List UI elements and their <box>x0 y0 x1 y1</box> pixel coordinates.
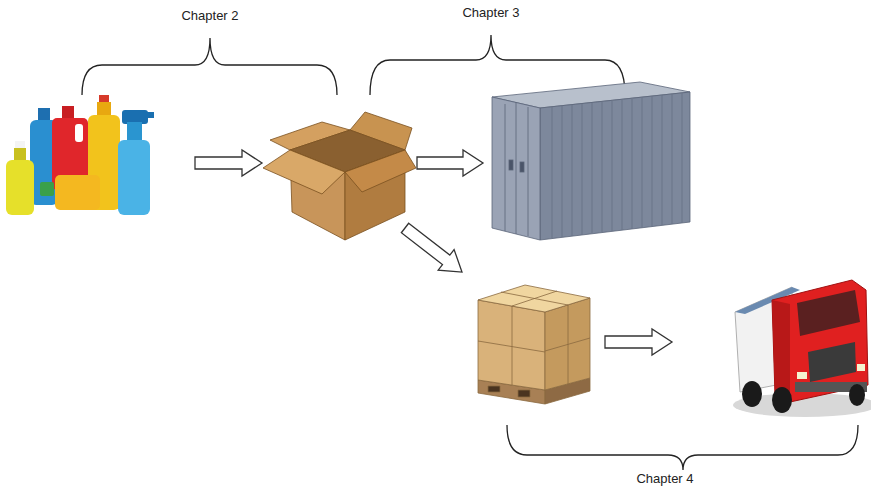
spray-bottle <box>118 140 150 215</box>
pallet <box>478 285 590 404</box>
bottle-neck <box>14 148 26 162</box>
bottle-neck <box>127 122 142 142</box>
hollow-arrow <box>417 150 483 176</box>
bottle-cap <box>99 95 109 103</box>
chapter-label: Chapter 4 <box>636 471 693 486</box>
bottle-neck <box>62 106 74 120</box>
corrugation-line <box>572 105 573 236</box>
truck <box>733 280 871 417</box>
pallet-gap <box>518 390 530 397</box>
bottle-cap <box>38 108 50 122</box>
corrugation-line <box>622 100 623 230</box>
curly-bracket <box>507 425 858 470</box>
corrugation-line <box>612 101 613 231</box>
truck-cab <box>772 280 868 402</box>
jug <box>55 175 100 210</box>
pallet-gap <box>488 386 500 392</box>
container-doors <box>492 97 540 240</box>
box-seam <box>545 338 590 351</box>
container-side <box>540 92 690 240</box>
door-seam <box>516 102 517 234</box>
pallet-box <box>545 298 590 390</box>
corrugation-line <box>652 96 653 227</box>
spray-head <box>122 110 148 124</box>
pallet-box <box>478 300 545 390</box>
corrugation-line <box>642 97 643 228</box>
box-flap <box>345 150 416 192</box>
truck-wheel <box>742 381 762 407</box>
box-flap <box>263 150 345 194</box>
corrugation-line <box>662 95 663 225</box>
corrugation-line <box>672 94 673 224</box>
hollow-arrow <box>397 218 470 283</box>
bottle-cap <box>15 141 25 149</box>
corrugation-line <box>562 106 563 237</box>
door-handle <box>520 162 524 172</box>
box-seam <box>568 305 569 384</box>
tape <box>512 291 557 306</box>
curly-bracket <box>370 35 625 95</box>
truck-cab-side <box>772 300 790 402</box>
corrugation-line <box>552 107 553 238</box>
tape <box>501 292 568 305</box>
jug-handle <box>75 124 83 142</box>
shipping-container <box>492 82 690 240</box>
box-seam <box>512 306 513 385</box>
curly-bracket <box>82 38 337 95</box>
corrugation-line <box>602 102 603 232</box>
pallet-box-top <box>478 285 590 312</box>
cleaning-bottles <box>6 95 154 215</box>
truck-wheel <box>849 384 865 406</box>
corrugation-line <box>682 93 683 223</box>
door-handle <box>509 160 513 170</box>
headlight <box>797 372 807 379</box>
spray-nozzle <box>146 112 154 118</box>
truck-windshield <box>797 290 860 336</box>
bottle <box>6 160 34 215</box>
corrugation <box>552 93 682 238</box>
truck-wheel <box>772 387 792 413</box>
chapter-label: Chapter 2 <box>181 8 238 23</box>
cardboard-box <box>263 112 416 240</box>
corrugation-line <box>592 103 593 233</box>
corrugation-line <box>582 104 583 235</box>
door-bar <box>505 104 506 231</box>
box-seam <box>478 341 545 352</box>
truck-grille <box>808 342 856 382</box>
hollow-arrow <box>605 329 672 355</box>
bottle-neck <box>97 102 111 117</box>
headlight <box>857 364 865 371</box>
chapter-label: Chapter 3 <box>462 5 519 20</box>
door-bar <box>528 107 529 236</box>
bottle-cap <box>40 182 54 196</box>
hollow-arrow <box>195 150 262 176</box>
corrugation-line <box>632 99 633 229</box>
